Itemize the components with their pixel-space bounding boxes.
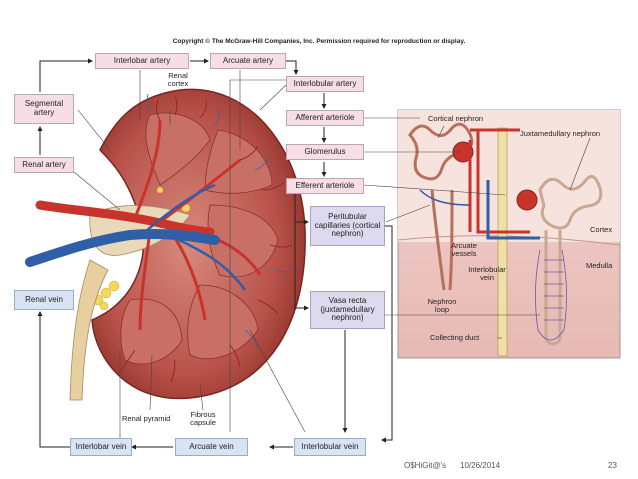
- artery-branch: [138, 229, 152, 331]
- interlobular-vein-box: Interlobular vein: [294, 438, 366, 456]
- renal-pyramid: [187, 284, 259, 360]
- peritubular-capillaries-box: Peritubular capillaries (cortical nephro…: [310, 206, 385, 246]
- ureter: [69, 259, 109, 401]
- renal-cortex-label: Renal cortex: [167, 71, 189, 89]
- cortical-vessels-blue: [146, 93, 294, 349]
- renal-pyramid: [145, 112, 211, 186]
- arcuate-vessels-label: Arcuate vessels: [451, 241, 477, 259]
- interlobular-vein-panel-label: Interlobular vein: [468, 265, 506, 283]
- medulla-label: Medulla: [586, 261, 613, 270]
- interlobar-vein-box: Interlobar vein: [70, 438, 132, 456]
- arcuate-vein-box: Arcuate vein: [175, 438, 248, 456]
- flow-arrows: [37, 58, 393, 450]
- kidney-illustration: [25, 88, 306, 401]
- copyright-notice: Copyright © The McGraw-Hill Companies, I…: [172, 38, 466, 45]
- nephron-panel: [397, 109, 621, 359]
- collecting-duct-tube: [497, 127, 508, 357]
- glomerulus-juxtamedullary: [516, 189, 538, 211]
- renal-vein-vessel: [25, 228, 220, 267]
- footer-date: 10/26/2014: [460, 461, 501, 470]
- vein-branch: [139, 183, 216, 237]
- collecting-duct-label: Collecting duct: [430, 333, 480, 342]
- artery-branch: [133, 119, 162, 219]
- panel-vein: [486, 180, 540, 240]
- fibrous-capsule-label: Fibrous capsule: [190, 410, 216, 428]
- vein-branch: [174, 236, 247, 291]
- efferent-arteriole-box: Efferent arteriole: [286, 178, 364, 194]
- renal-artery-box: Renal artery: [14, 157, 74, 173]
- interlobular-artery-box: Interlobular artery: [286, 76, 364, 92]
- cortex-label: Cortex: [590, 225, 613, 234]
- cortical-vessels: [120, 96, 293, 383]
- cortical-nephron-label: Cortical nephron: [428, 114, 484, 123]
- footer-author: O$HiGit@'s: [404, 461, 447, 470]
- segmental-artery-box: Segmental artery: [14, 94, 74, 124]
- artery-branch: [179, 226, 262, 276]
- interlobar-artery-box: Interlobar artery: [95, 53, 189, 69]
- arcuate-artery-box: Arcuate artery: [210, 53, 286, 69]
- nephron-loop-label: Nephron loop: [427, 297, 457, 315]
- leader-lines: [73, 70, 591, 440]
- juxtamedullary-nephron-label: Juxtamedullary nephron: [520, 129, 601, 138]
- renal-vein-box: Renal vein: [14, 290, 74, 310]
- afferent-arteriole-box: Afferent arteriole: [286, 110, 364, 126]
- panel-artery: [468, 128, 530, 234]
- vasa-recta-box: Vasa recta (juxtamedullary nephron): [310, 291, 385, 329]
- renal-pyramid: [120, 298, 183, 365]
- renal-pyramid: [207, 204, 279, 278]
- footer-page-number: 23: [608, 461, 617, 470]
- renal-pyramid-label: Renal pyramid: [122, 414, 171, 423]
- glomerulus-box: Glomerulus: [286, 144, 364, 160]
